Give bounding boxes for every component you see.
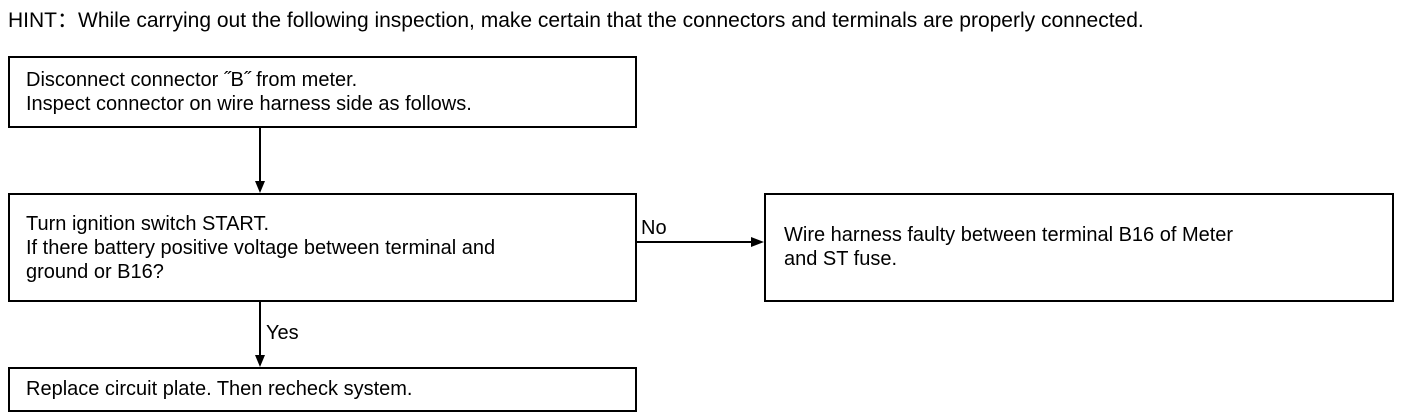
step-disconnect-connector-box: Disconnect connector ˝B˝ from meter. Ins… (8, 56, 637, 128)
result-text-line: Replace circuit plate. Then recheck syst… (26, 378, 413, 400)
branch-no-label: No (641, 217, 667, 239)
step-text-line: If there battery positive voltage betwee… (26, 237, 496, 259)
arrow-disconnect-to-turn (255, 128, 265, 193)
result-wire-harness-faulty-box: Wire harness faulty between terminal B16… (764, 193, 1394, 302)
result-text-line: and ST fuse. (784, 248, 898, 270)
hint-text: HINT：While carrying out the following in… (8, 9, 1144, 32)
step-turn-ignition-box: Turn ignition switch START. If there bat… (8, 193, 637, 302)
step-text-line: ground or B16? (26, 261, 164, 283)
step-text-line: Disconnect connector ˝B˝ from meter. (26, 69, 358, 91)
arrow-yes-to-replace (255, 302, 265, 367)
result-replace-circuit-plate-box: Replace circuit plate. Then recheck syst… (8, 367, 637, 412)
result-text-line: Wire harness faulty between terminal B16… (784, 224, 1234, 246)
branch-yes-label: Yes (266, 322, 299, 344)
step-text-line: Turn ignition switch START. (26, 213, 270, 235)
step-text-line: Inspect connector on wire harness side a… (26, 93, 472, 115)
arrow-no-to-faulty (637, 237, 764, 247)
